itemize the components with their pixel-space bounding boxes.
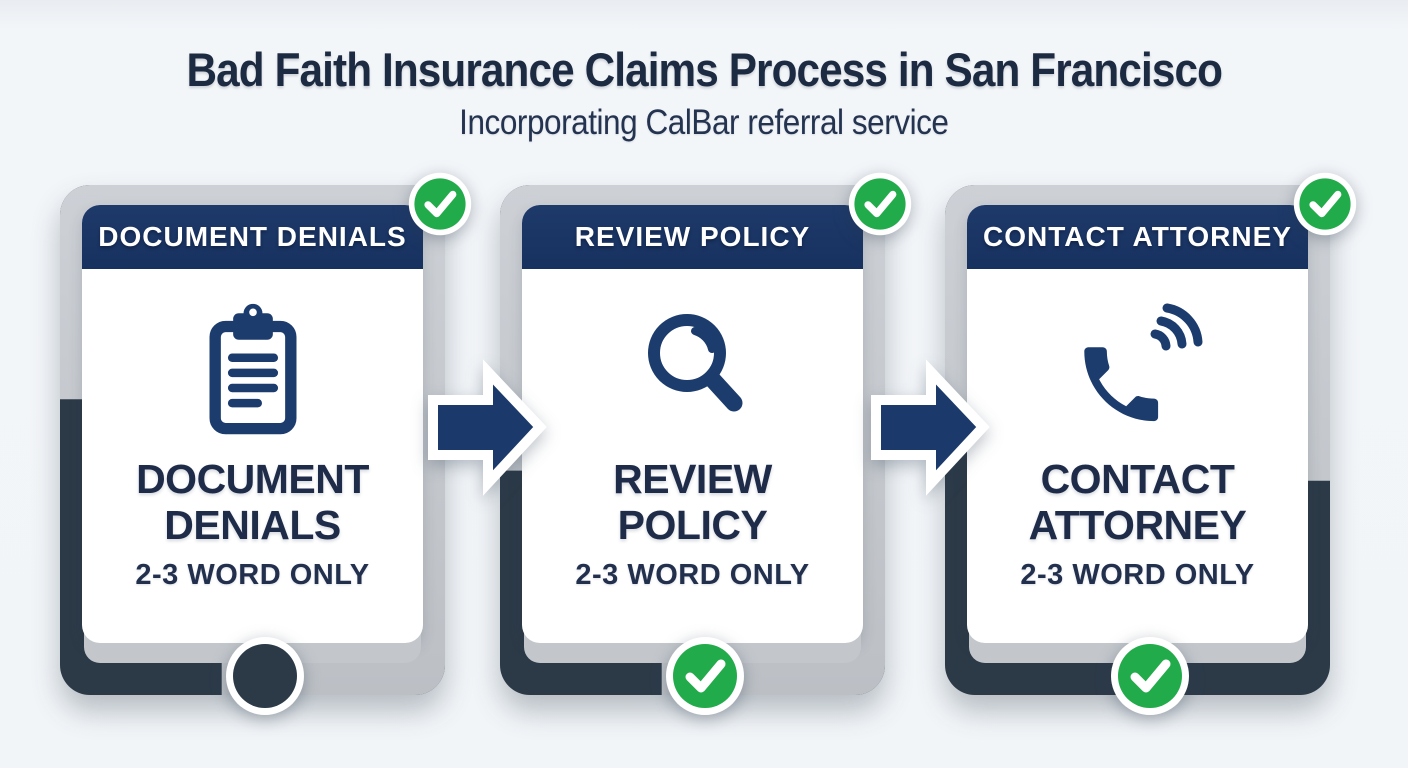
page-title: Bad Faith Insurance Claims Process in Sa…: [0, 42, 1408, 97]
card-panel: DOCUMENT DENIALS: [82, 205, 423, 643]
card-body: DOCUMENT DENIALS 2-3 WORD ONLY: [82, 269, 423, 643]
check-badge-icon: [665, 636, 745, 716]
card-header-bar: REVIEW POLICY: [522, 205, 863, 269]
card-header-bar: CONTACT ATTORNEY: [967, 205, 1308, 269]
page-subtitle: Incorporating CalBar referral service: [0, 103, 1408, 143]
clipboard-icon: [201, 295, 305, 445]
card-header-bar: DOCUMENT DENIALS: [82, 205, 423, 269]
check-badge-icon: [408, 172, 472, 236]
step-card-contact-attorney: CONTACT ATTORNEY CONTACT ATTORNEY 2-3 WO…: [945, 172, 1357, 715]
card-panel: REVIEW POLICY REVIEW POLICY 2-3 WORD ONL…: [522, 205, 863, 643]
step-title: REVIEW POLICY: [613, 456, 772, 548]
dark-circle-badge-icon: [225, 636, 305, 716]
step-tagline: 2-3 WORD ONLY: [1020, 558, 1255, 591]
check-badge-icon: [1110, 636, 1190, 716]
step-tagline: 2-3 WORD ONLY: [135, 558, 370, 591]
page-title-text: Bad Faith Insurance Claims Process in Sa…: [186, 43, 1222, 96]
check-badge-icon: [848, 172, 912, 236]
phone-icon: [1072, 295, 1204, 445]
step-card-document-denials: DOCUMENT DENIALS: [60, 172, 472, 715]
card-panel: CONTACT ATTORNEY CONTACT ATTORNEY 2-3 WO…: [967, 205, 1308, 643]
page-subtitle-text: Incorporating CalBar referral service: [459, 103, 949, 142]
step-title: DOCUMENT DENIALS: [136, 456, 369, 548]
magnifier-icon: [635, 295, 751, 445]
check-badge-icon: [1293, 172, 1357, 236]
card-body: REVIEW POLICY 2-3 WORD ONLY: [522, 269, 863, 643]
card-body: CONTACT ATTORNEY 2-3 WORD ONLY: [967, 269, 1308, 643]
step-card-review-policy: REVIEW POLICY REVIEW POLICY 2-3 WORD ONL…: [500, 172, 912, 715]
step-title: CONTACT ATTORNEY: [1028, 456, 1247, 548]
step-tagline: 2-3 WORD ONLY: [575, 558, 810, 591]
